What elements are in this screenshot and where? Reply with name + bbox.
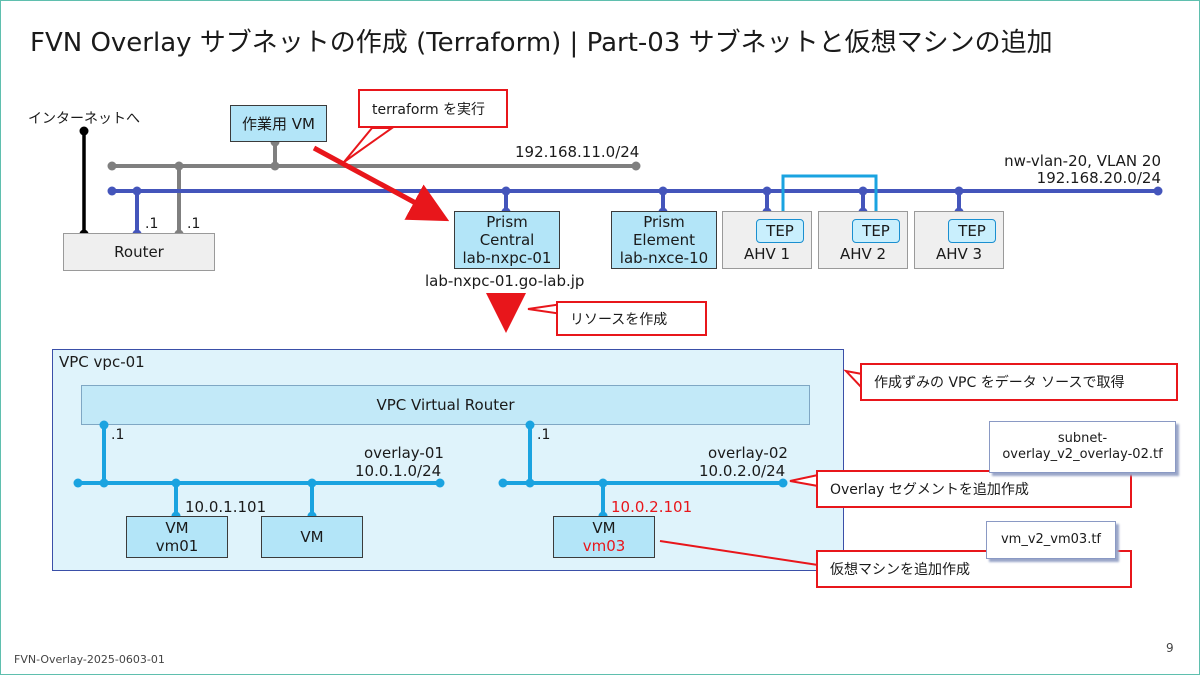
ahv2-tep: TEP — [852, 219, 900, 243]
vm01-ip: 10.0.1.101 — [185, 498, 267, 516]
router-port-b: .1 — [187, 216, 201, 232]
prism-element-line2: Element — [632, 231, 696, 249]
vm03-ip: 10.0.2.101 — [611, 498, 693, 516]
ahv3-tep: TEP — [948, 219, 996, 243]
prism-central-line3: lab-nxpc-01 — [462, 249, 552, 267]
vm-callout-pointer — [659, 540, 819, 566]
tep-tunnel — [781, 174, 878, 216]
footer-id: FVN-Overlay-2025-0603-01 — [14, 653, 165, 666]
ahv1-tep: TEP — [756, 219, 804, 243]
vpc-name-label: VPC vpc-01 — [59, 353, 145, 371]
vlan-network-name: nw-vlan-20, VLAN 20 — [1004, 152, 1161, 170]
vlan-network-cidr: 192.168.20.0/24 — [1036, 169, 1161, 187]
vm-file-name: vm_v2_vm03.tf — [1000, 531, 1102, 547]
router-box: Router — [63, 233, 215, 271]
prism-central-box: Prism Central lab-nxpc-01 — [454, 211, 560, 269]
ahv3-label: AHV 3 — [935, 245, 983, 263]
prism-central-line2: Central — [479, 231, 535, 249]
terraform-callout: terraform を実行 — [358, 89, 508, 128]
overlay-02-name: overlay-02 — [708, 444, 788, 462]
vm-file-card: vm_v2_vm03.tf — [986, 521, 1116, 559]
ahv2-label: AHV 2 — [839, 245, 887, 263]
overlay-01-cidr: 10.0.1.0/24 — [355, 462, 442, 480]
subnet-file-line1: subnet- — [1057, 430, 1108, 446]
vpc-router-label: VPC Virtual Router — [376, 396, 515, 414]
overlay-01-name: overlay-01 — [364, 444, 444, 462]
overlay-02-cidr: 10.0.2.0/24 — [699, 462, 786, 480]
subnet-file-card: subnet- overlay_v2_overlay-02.tf — [989, 421, 1176, 473]
terraform-arrow — [312, 145, 450, 222]
prism-central-fqdn: lab-nxpc-01.go-lab.jp — [425, 272, 585, 290]
ahv1-label: AHV 1 — [743, 245, 791, 263]
vm03-line1: VM — [592, 519, 616, 537]
overlay-02-gw: .1 — [537, 427, 551, 443]
vm-callout: 仮想マシンを追加作成 — [816, 550, 1132, 588]
vpc-source-callout: 作成ずみの VPC をデータ ソースで取得 — [860, 363, 1178, 401]
prism-element-box: Prism Element lab-nxce-10 — [611, 211, 717, 269]
overlay-01-gw: .1 — [111, 427, 125, 443]
prism-element-line1: Prism — [643, 213, 685, 231]
vm-other-line1: VM — [300, 528, 324, 546]
resource-callout: リソースを作成 — [556, 301, 707, 336]
uplink-dot-top — [79, 126, 89, 136]
page-number: 9 — [1166, 641, 1174, 655]
prism-central-line1: Prism — [486, 213, 528, 231]
vpc-virtual-router: VPC Virtual Router — [81, 385, 810, 425]
segment-callout: Overlay セグメントを追加作成 — [816, 470, 1132, 508]
vm01-box: VM vm01 — [126, 516, 228, 558]
prism-element-line3: lab-nxce-10 — [619, 249, 709, 267]
mgmt-network-label: 192.168.11.0/24 — [515, 143, 640, 161]
router-port-a: .1 — [145, 216, 159, 232]
vm-other-box: VM — [261, 516, 363, 558]
work-vm-label: 作業用 VM — [242, 114, 315, 133]
internet-label: インターネットへ — [28, 111, 140, 127]
router-label: Router — [114, 243, 164, 261]
vm01-line1: VM — [165, 519, 189, 537]
vm03-line2: vm03 — [582, 537, 626, 555]
mgmt-end-left — [107, 161, 117, 171]
work-vm-box: 作業用 VM — [230, 105, 327, 142]
mgmt-end-right — [631, 161, 641, 171]
vm03-box: VM vm03 — [553, 516, 655, 558]
segment-callout-pointer — [789, 473, 819, 488]
vm01-line2: vm01 — [155, 537, 199, 555]
slide-title: FVN Overlay サブネットの作成 (Terraform) | Part-… — [30, 28, 1053, 58]
terraform-callout-pointer — [343, 127, 396, 163]
subnet-file-line2: overlay_v2_overlay-02.tf — [1002, 447, 1163, 462]
